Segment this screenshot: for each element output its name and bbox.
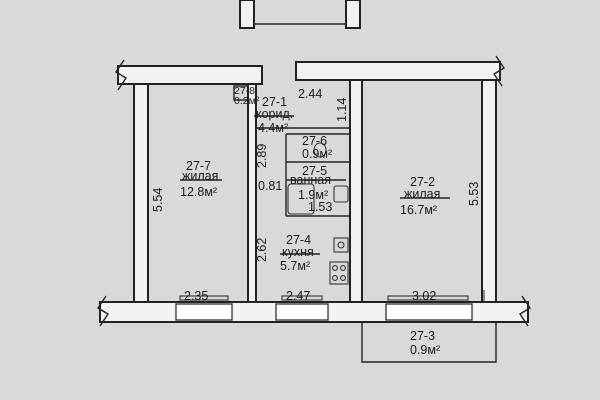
room-27-4-area: 5.7м²	[280, 259, 310, 273]
room-27-2-number: 27-2	[410, 175, 435, 189]
balcony-outline	[361, 322, 497, 363]
interior-walls	[233, 79, 363, 303]
dim-bath-depth: 1.53	[308, 200, 332, 214]
bathtub	[287, 183, 315, 215]
room-27-4-type: кухня	[282, 245, 314, 259]
room-27-7-number: 27-7	[186, 159, 211, 173]
washbasin	[333, 185, 349, 203]
room-27-5-area: 1.9м²	[298, 188, 328, 202]
dim-left-room-height: 5.54	[151, 188, 165, 212]
dim-bath-width: 0.81	[258, 179, 282, 193]
room-27-7-type: жилая	[182, 169, 218, 183]
room-27-7-area: 12.8м²	[180, 185, 217, 199]
room-27-5-type: ванная	[290, 173, 331, 187]
room-27-5-number: 27-5	[302, 164, 327, 178]
dim-right-room-height: 5.53	[467, 182, 481, 206]
room-27-6-number: 27-6	[302, 134, 327, 148]
room-27-3-area: 0.9м²	[410, 343, 440, 357]
room-27-6-area: 0.9м²	[302, 147, 332, 161]
dim-kitchen-height: 2.62	[255, 238, 269, 262]
room-27-2-area: 16.7м²	[400, 203, 437, 217]
dim-left-room-width: 2.35	[184, 289, 208, 303]
outer-walls	[97, 55, 531, 327]
room-27-2-type: жилая	[404, 187, 440, 201]
room-27-3-number: 27-3	[410, 329, 435, 343]
room-27-1-type: корид.	[256, 107, 293, 121]
room-27-8-area: 0.2м²	[234, 95, 260, 107]
room-27-4-number: 27-4	[286, 233, 311, 247]
dim-right-room-width: 3.02	[412, 289, 436, 303]
room-27-1-area: 4.4м²	[258, 121, 288, 135]
dim-corridor-height: 2.89	[255, 144, 269, 168]
room-27-1-number: 27-1	[262, 95, 287, 109]
dim-corridor-width: 2.44	[298, 87, 322, 101]
upper-stair-fragment	[239, 0, 361, 29]
fixtures	[179, 142, 485, 302]
room-27-8-number: 27-8	[234, 85, 255, 97]
toilet	[313, 142, 327, 158]
room-underlines	[180, 115, 450, 255]
dim-corridor-depth: 1.14	[335, 98, 349, 122]
dim-kitchen-width: 2.47	[286, 289, 310, 303]
stove	[329, 261, 349, 285]
kitchen-sink	[333, 237, 349, 253]
